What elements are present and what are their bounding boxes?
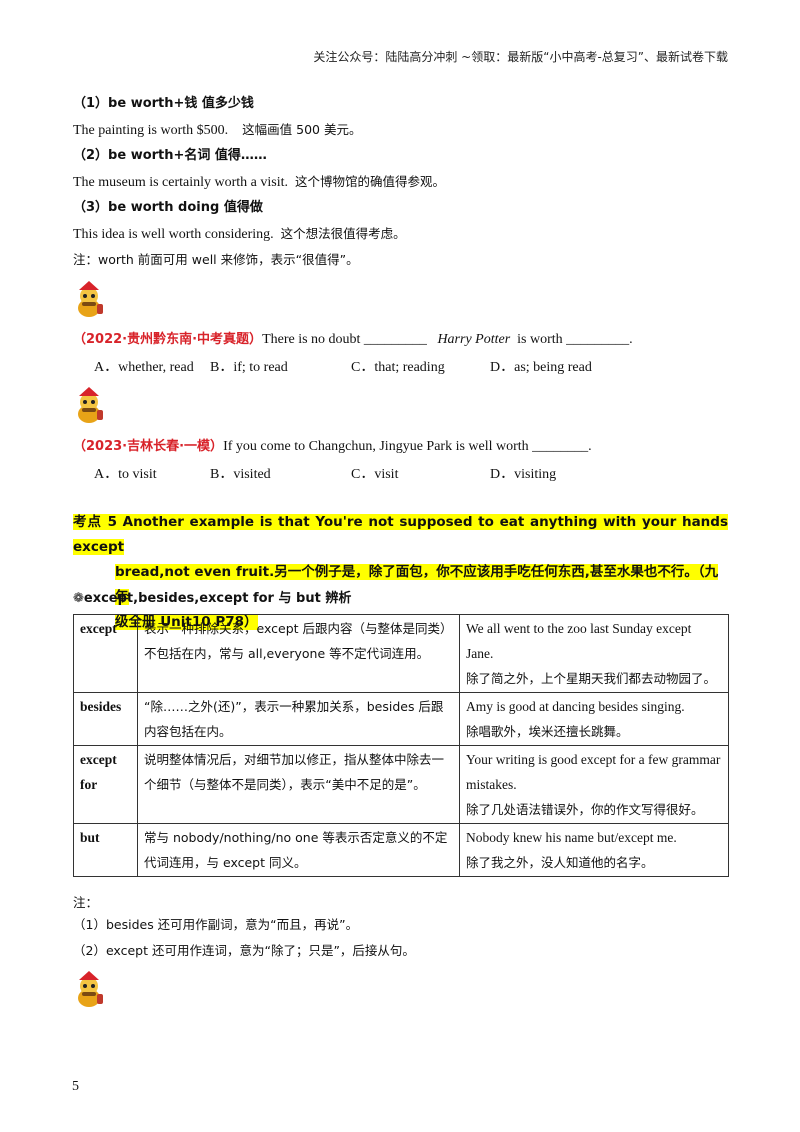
- worth-heading-2: （2）be worth+名词 值得……: [73, 148, 267, 163]
- table-title: ❁except,besides,except for 与 but 辨析: [73, 591, 352, 606]
- kaodian-5: 考点 5 Another example is that You're not …: [73, 510, 728, 635]
- worth-heading-1: （1）be worth+钱 值多少钱: [73, 96, 254, 111]
- table-example-zh: 除了几处语法错误外，你的作文写得很好。: [466, 802, 704, 817]
- table-example-en: Your writing is good except for a few gr…: [466, 752, 721, 792]
- question-2-source: （2023·吉林长春·一模）: [73, 439, 224, 454]
- notes-label: 注：: [73, 895, 99, 910]
- worth-note: 注：worth 前面可用 well 来修饰，表示“很值得”。: [73, 252, 359, 267]
- worth-example-3: This idea is well worth considering. 这个想…: [73, 224, 406, 245]
- mascot-icon: [78, 281, 103, 317]
- worth-example-1-en: The painting is worth $500.: [73, 123, 229, 138]
- comparison-table: except 表示一种排除关系，except 后跟内容（与整体是同类）不包括在内…: [73, 614, 729, 877]
- kaodian-5-line-1: 考点 5 Another example is that You're not …: [73, 514, 728, 555]
- table-description: 常与 nobody/nothing/no one 等表示否定意义的不定代词连用，…: [137, 823, 460, 877]
- table-example-en: We all went to the zoo last Sunday excep…: [466, 621, 692, 661]
- worth-example-1-zh: 这幅画值 500 美元。: [242, 122, 362, 137]
- page-number: 5: [72, 1079, 79, 1094]
- table-example-zh: 除了我之外，没人知道他的名字。: [466, 855, 654, 870]
- question-1-stem-c: is worth _________.: [517, 332, 633, 347]
- table-description: 说明整体情况后，对细节加以修正，指从整体中除去一个细节（与整体不是同类），表示“…: [137, 745, 460, 824]
- question-2-option-d[interactable]: D．visiting: [490, 467, 557, 482]
- question-2-stem: （2023·吉林长春·一模）If you come to Changchun, …: [73, 437, 592, 457]
- question-2-stem-text: If you come to Changchun, Jingyue Park i…: [223, 439, 592, 454]
- worth-example-1: The painting is worth $500. 这幅画值 500 美元。: [73, 120, 361, 141]
- table-term: besides: [73, 692, 138, 746]
- question-2-option-c[interactable]: C．visit: [351, 467, 399, 482]
- table-row: except 表示一种排除关系，except 后跟内容（与整体是同类）不包括在内…: [73, 614, 729, 693]
- question-1-option-a[interactable]: A．whether, read: [94, 360, 194, 375]
- note-1: （1）besides 还可用作副词，意为“而且，再说”。: [73, 917, 359, 932]
- table-example-zh: 除了简之外，上个星期天我们都去动物园了。: [466, 671, 717, 686]
- table-example: We all went to the zoo last Sunday excep…: [459, 614, 729, 693]
- question-2-option-b[interactable]: B．visited: [210, 467, 271, 482]
- worth-example-2: The museum is certainly worth a visit. 这…: [73, 172, 445, 193]
- worth-example-2-en: The museum is certainly worth a visit.: [73, 175, 289, 190]
- table-example: Amy is good at dancing besides singing. …: [459, 692, 729, 746]
- question-1-option-d[interactable]: D．as; being read: [490, 360, 592, 375]
- table-example: Nobody knew his name but/except me. 除了我之…: [459, 823, 729, 877]
- table-row: except for 说明整体情况后，对细节加以修正，指从整体中除去一个细节（与…: [73, 745, 729, 824]
- question-1-option-c[interactable]: C．that; reading: [351, 360, 445, 375]
- table-description: 表示一种排除关系，except 后跟内容（与整体是同类）不包括在内，常与 all…: [137, 614, 460, 693]
- table-term: except for: [73, 745, 138, 824]
- table-example-en: Amy is good at dancing besides singing.: [466, 699, 685, 714]
- table-term: but: [73, 823, 138, 877]
- table-example-zh: 除唱歌外，埃米还擅长跳舞。: [466, 724, 629, 739]
- table-row: besides “除……之外(还)”，表示一种累加关系，besides 后跟内容…: [73, 692, 729, 746]
- note-2: （2）except 还可用作连词，意为“除了；只是”，后接从句。: [73, 943, 415, 958]
- table-example: Your writing is good except for a few gr…: [459, 745, 729, 824]
- question-1-source: （2022·贵州黔东南·中考真题）: [73, 332, 263, 347]
- worth-example-3-en: This idea is well worth considering.: [73, 227, 274, 242]
- header-note: 关注公众号：陆陆高分冲刺 ~领取：最新版“小中高考-总复习”、最新试卷下载: [313, 50, 728, 64]
- question-2-option-a[interactable]: A．to visit: [94, 467, 157, 482]
- worth-example-2-zh: 这个博物馆的确值得参观。: [295, 174, 446, 189]
- question-1-stem: （2022·贵州黔东南·中考真题）There is no doubt _____…: [73, 330, 633, 350]
- question-1-option-b[interactable]: B．if; to read: [210, 360, 288, 375]
- mascot-icon: [78, 387, 103, 423]
- question-1-stem-a: There is no doubt _________: [262, 332, 427, 347]
- mascot-icon: [78, 971, 103, 1007]
- worth-heading-3: （3）be worth doing 值得做: [73, 200, 263, 215]
- question-1-stem-title: Harry Potter: [437, 332, 511, 347]
- table-description: “除……之外(还)”，表示一种累加关系，besides 后跟内容包括在内。: [137, 692, 460, 746]
- table-row: but 常与 nobody/nothing/no one 等表示否定意义的不定代…: [73, 823, 729, 877]
- table-term: except: [73, 614, 138, 693]
- table-example-en: Nobody knew his name but/except me.: [466, 830, 677, 845]
- worth-example-3-zh: 这个想法很值得考虑。: [280, 226, 406, 241]
